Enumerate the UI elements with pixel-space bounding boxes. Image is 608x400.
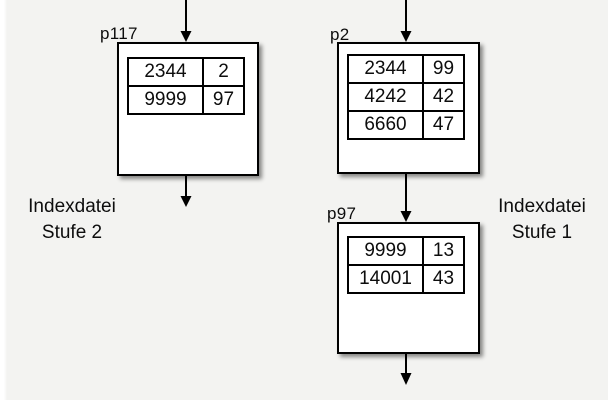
arrow-head xyxy=(400,211,412,222)
pointer-cell: 42 xyxy=(422,82,465,112)
key-cell: 14001 xyxy=(347,264,424,294)
page-left-edge-shading xyxy=(0,0,7,400)
node-box-p97: 9999 13 14001 43 xyxy=(337,222,480,354)
index-table-p97: 9999 13 14001 43 xyxy=(347,236,465,294)
key-cell: 9999 xyxy=(127,85,204,115)
table-row: 14001 43 xyxy=(347,264,465,294)
node-box-p2: 2344 99 4242 42 6660 47 xyxy=(337,42,480,174)
table-row: 2344 99 xyxy=(347,54,465,84)
key-cell: 2344 xyxy=(347,54,424,84)
table-row: 2344 2 xyxy=(127,57,245,87)
table-row: 9999 13 xyxy=(347,236,465,266)
side-label-line: Stufe 2 xyxy=(41,222,103,243)
label-indexdatei-stufe-1: Indexdatei Stufe 1 xyxy=(482,194,602,246)
pointer-cell: 13 xyxy=(422,236,465,266)
side-label-line: Indexdatei xyxy=(498,196,586,217)
key-cell: 6660 xyxy=(347,110,424,140)
table-row: 4242 42 xyxy=(347,82,465,112)
side-label-line: Stufe 1 xyxy=(511,222,573,243)
arrow-head xyxy=(180,196,192,207)
node-box-p117: 2344 2 9999 97 xyxy=(117,42,259,176)
index-table-p117: 2344 2 9999 97 xyxy=(127,57,245,115)
node-label-p97: p97 xyxy=(327,204,357,223)
arrow-head xyxy=(400,373,412,385)
key-cell: 9999 xyxy=(347,236,424,266)
arrow-into-p117 xyxy=(180,0,192,42)
label-indexdatei-stufe-2: Indexdatei Stufe 2 xyxy=(8,194,136,246)
key-cell: 4242 xyxy=(347,82,424,112)
table-row: 9999 97 xyxy=(127,85,245,115)
arrow-head xyxy=(180,31,192,42)
arrow-into-p2 xyxy=(400,0,412,42)
pointer-cell: 2 xyxy=(202,57,245,87)
node-label-p117: p117 xyxy=(100,24,138,43)
index-table-p2: 2344 99 4242 42 6660 47 xyxy=(347,54,465,140)
pointer-cell: 99 xyxy=(422,54,465,84)
node-label-p2: p2 xyxy=(330,25,350,44)
table-row: 6660 47 xyxy=(347,110,465,140)
arrow-out-of-p97 xyxy=(400,350,412,385)
pointer-cell: 97 xyxy=(202,85,245,115)
side-label-line: Indexdatei xyxy=(28,196,116,217)
key-cell: 2344 xyxy=(127,57,204,87)
arrow-p2-to-p97 xyxy=(400,170,412,222)
arrow-out-of-p117 xyxy=(180,172,192,207)
arrow-head xyxy=(400,31,412,42)
pointer-cell: 43 xyxy=(422,264,465,294)
pointer-cell: 47 xyxy=(422,110,465,140)
